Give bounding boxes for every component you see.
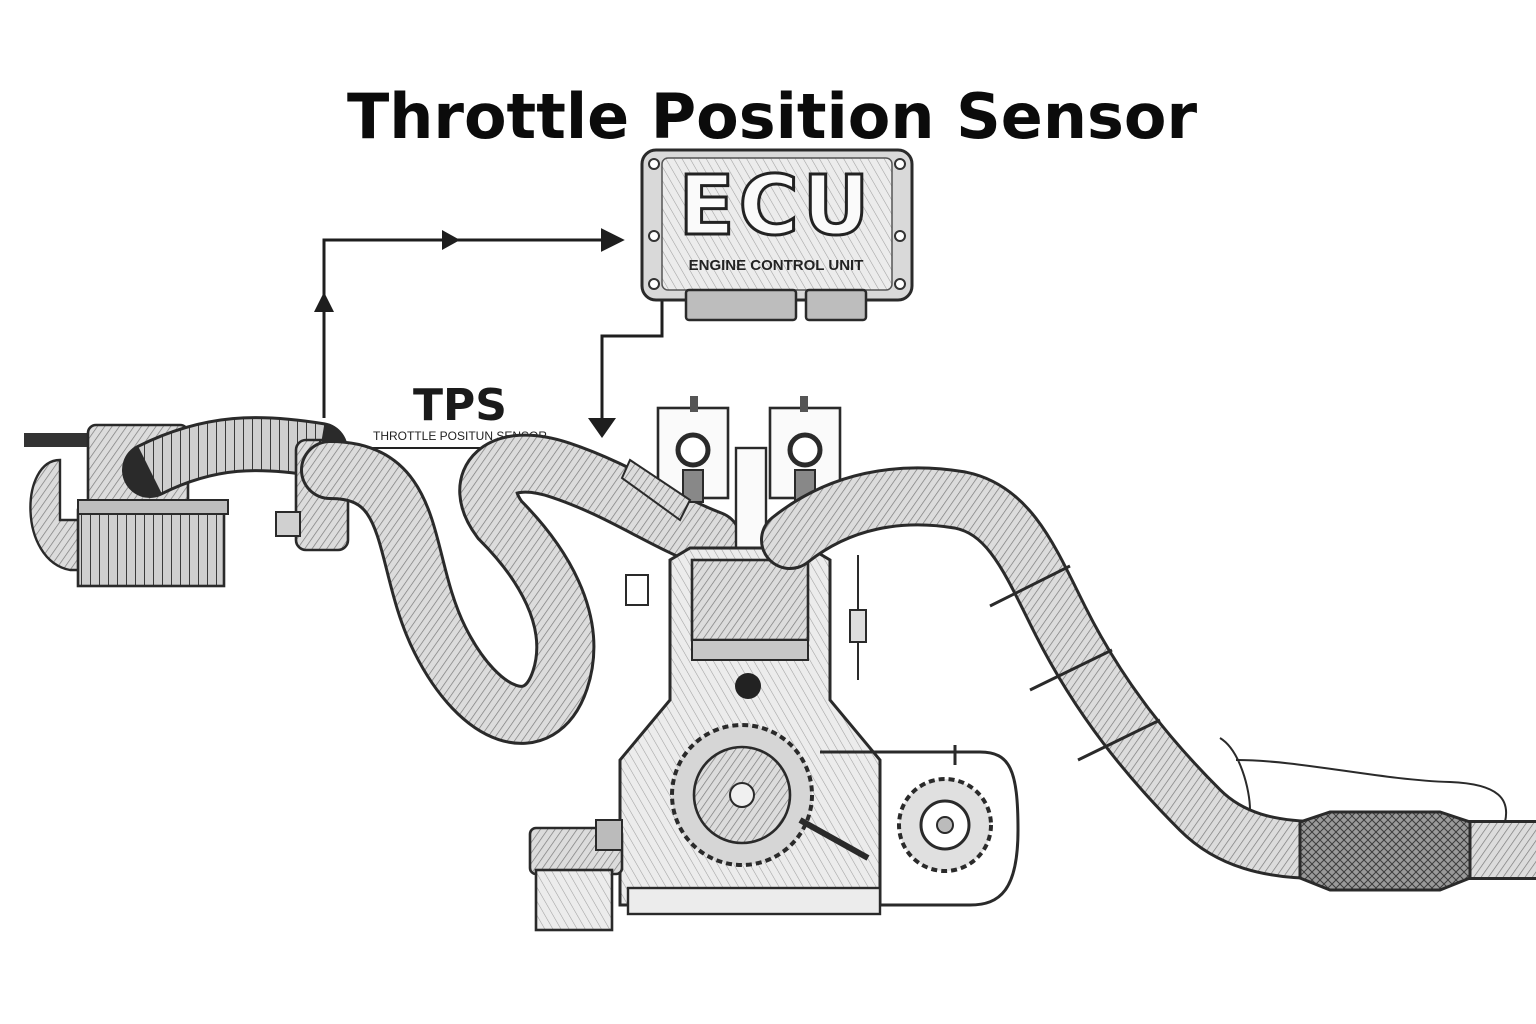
ecu-to-engine-signal-line: [588, 300, 664, 438]
tps-to-ecu-signal-line: [314, 228, 625, 418]
arrow-down-icon: [588, 418, 616, 438]
catalytic-converter: [1298, 810, 1472, 892]
intake-runner: [300, 433, 742, 745]
fuel-injector: [620, 458, 692, 522]
spark-plug-icon: [787, 432, 823, 468]
ecu-sublabel: ENGINE CONTROL UNIT: [689, 257, 864, 274]
intake-hose: [122, 416, 348, 498]
diagram-title: Throttle Position Sensor: [347, 80, 1198, 153]
ecu-module: ECU ENGINE CONTROL UNIT: [640, 148, 914, 322]
tps-label: TPS: [413, 380, 507, 431]
oxygen-sensor-wire: [1219, 737, 1508, 823]
battery: [528, 819, 624, 932]
sensor-connector: [625, 574, 649, 606]
arrow-up-icon: [314, 292, 334, 312]
wrist-pin: [735, 673, 761, 699]
arrow-right-icon: [442, 230, 460, 250]
engine-block: [618, 546, 882, 916]
timing-belt: [820, 745, 1020, 907]
piston: [690, 558, 810, 642]
ecu-label: ECU: [679, 159, 874, 254]
exhaust-system: [760, 466, 1536, 892]
spark-plug-icon: [675, 432, 711, 468]
